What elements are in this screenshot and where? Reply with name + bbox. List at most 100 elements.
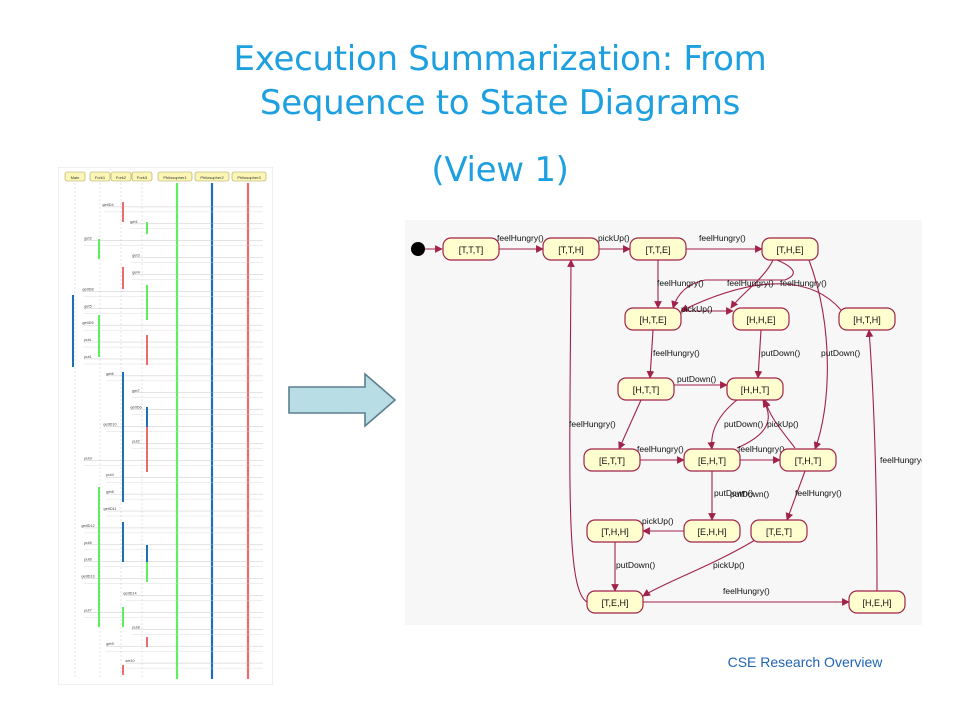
state-node-label: [T,H,E]: [776, 245, 803, 255]
participant-label: Fork3: [137, 175, 148, 180]
state-node: [H,E,H]: [848, 590, 906, 614]
sequence-message-label: getID12: [81, 524, 94, 528]
transition-label: feelHungry(): [795, 488, 842, 498]
activation-bar: [122, 522, 124, 562]
sequence-message-label: set10: [125, 659, 134, 663]
participant-label: Main: [71, 175, 80, 180]
sequence-message-label: get5: [84, 304, 91, 308]
sequence-message-label: getID6: [130, 406, 141, 410]
transition-edge: [808, 259, 828, 450]
transition-edge: [680, 283, 842, 312]
state-node-label: [E,H,H]: [697, 527, 726, 537]
transition-label: putDown(): [821, 348, 860, 358]
transition-edge: [865, 329, 878, 592]
activation-bar: [146, 427, 148, 472]
participant-box: Philosopher3: [231, 171, 267, 182]
slide-title-line-2: Sequence to State Diagrams: [259, 83, 741, 123]
state-diagram: feelHungry() pickUp() feelHungry() feelHung…: [405, 220, 927, 625]
transition-label: feelHungry(): [653, 348, 700, 358]
state-node: [T,T,H]: [542, 237, 600, 261]
transition-label: feelHungry(): [727, 278, 774, 288]
transition-edge: [785, 470, 806, 521]
footer-text: CSE Research Overview: [727, 654, 883, 670]
state-node: [T,T,T]: [442, 237, 500, 261]
transition-label: feelHungry(): [880, 455, 922, 465]
transition-label: putDown(): [761, 348, 800, 358]
sequence-message-label: put1: [84, 355, 91, 359]
transition-edge: [642, 536, 761, 597]
sequence-message-label: get6: [106, 372, 113, 376]
sequence-message-label: put6: [84, 558, 91, 562]
transition-label: feelHungry(): [699, 233, 746, 243]
sequence-message-label: put2: [132, 439, 139, 443]
sequence-message-label: put7: [84, 608, 91, 612]
activation-bar: [122, 202, 124, 222]
sequence-message-label: getID11: [103, 507, 116, 511]
sequence-message-label: get7: [132, 389, 139, 393]
state-node-label: [T,T,H]: [558, 245, 584, 255]
activation-bar: [72, 295, 74, 367]
transition-label: feelHungry(): [637, 444, 684, 454]
activation-bar: [146, 562, 148, 582]
transition-label: putDown(): [714, 488, 753, 498]
transition-edge: [707, 399, 738, 450]
state-node: [T,E,H]: [586, 590, 644, 614]
sequence-message-label: get9: [106, 642, 113, 646]
state-node-label: [T,T,T]: [459, 245, 484, 255]
transition-label: pickUp(): [681, 304, 713, 314]
state-node: [T,T,E]: [629, 237, 687, 261]
transition-label: pickUp(): [767, 419, 799, 429]
activation-bar: [122, 372, 124, 502]
sequence-message-label: get4: [132, 270, 139, 274]
transition-edge: [646, 329, 655, 379]
participant-box: Fork3: [131, 171, 153, 182]
participant-label: Philosopher1: [163, 175, 187, 180]
participant-label: Fork1: [95, 175, 106, 180]
transition-label: putDown(): [730, 489, 769, 499]
sequence-message-label: get8: [106, 490, 113, 494]
state-node: [H,H,E]: [732, 307, 790, 331]
sequence-message-label: getID5: [82, 321, 93, 325]
state-node-label: [T,H,H]: [601, 527, 629, 537]
transition-edge: [763, 399, 796, 449]
state-node: [T,H,T]: [779, 448, 837, 472]
transition-edge: [754, 329, 763, 379]
state-node: [H,T,H]: [838, 307, 896, 331]
participant-box: Philosopher2: [194, 171, 230, 182]
state-node-label: [H,T,E]: [639, 315, 666, 325]
activation-bar: [146, 637, 148, 647]
state-node-label: [H,E,H]: [862, 598, 891, 608]
state-node: [H,T,T]: [617, 377, 675, 401]
sequence-message-label: put8: [132, 625, 139, 629]
state-node-label: [T,E,H]: [601, 598, 628, 608]
state-node-label: [E,H,T]: [698, 456, 726, 466]
transition-label: pickUp(): [642, 516, 674, 526]
transition-label: putDown(): [724, 419, 763, 429]
transition-label: putDown(): [616, 560, 655, 570]
initial-state-dot: [411, 242, 425, 256]
transition-label: pickUp(): [713, 560, 745, 570]
state-node-label: [H,T,H]: [853, 315, 881, 325]
transform-arrow-icon: [287, 372, 397, 428]
activation-bar: [122, 267, 124, 289]
activation-bar: [98, 315, 100, 357]
sequence-message-label: get2: [84, 237, 91, 241]
state-node: [H,H,T]: [726, 377, 784, 401]
participant-box: Main: [64, 171, 86, 182]
state-node: [H,T,E]: [624, 307, 682, 331]
state-node-label: [E,T,T]: [599, 456, 625, 466]
participant-box: Fork1: [89, 171, 111, 182]
activation-bar: [146, 285, 148, 320]
transition-label: feelHungry(): [497, 233, 544, 243]
state-node: [T,H,E]: [761, 237, 819, 261]
sequence-message-label: get3: [132, 254, 139, 258]
state-node-label: [H,T,T]: [633, 385, 660, 395]
transition-label: feelHungry(): [657, 278, 704, 288]
state-node-label: [T,E,T]: [766, 527, 792, 537]
state-node-label: [T,T,E]: [645, 245, 670, 255]
sequence-message-label: put5: [84, 541, 91, 545]
transition-label: pickUp(): [598, 233, 630, 243]
transition-edge: [618, 399, 642, 450]
slide-title-line-3: (View 1): [431, 150, 569, 190]
